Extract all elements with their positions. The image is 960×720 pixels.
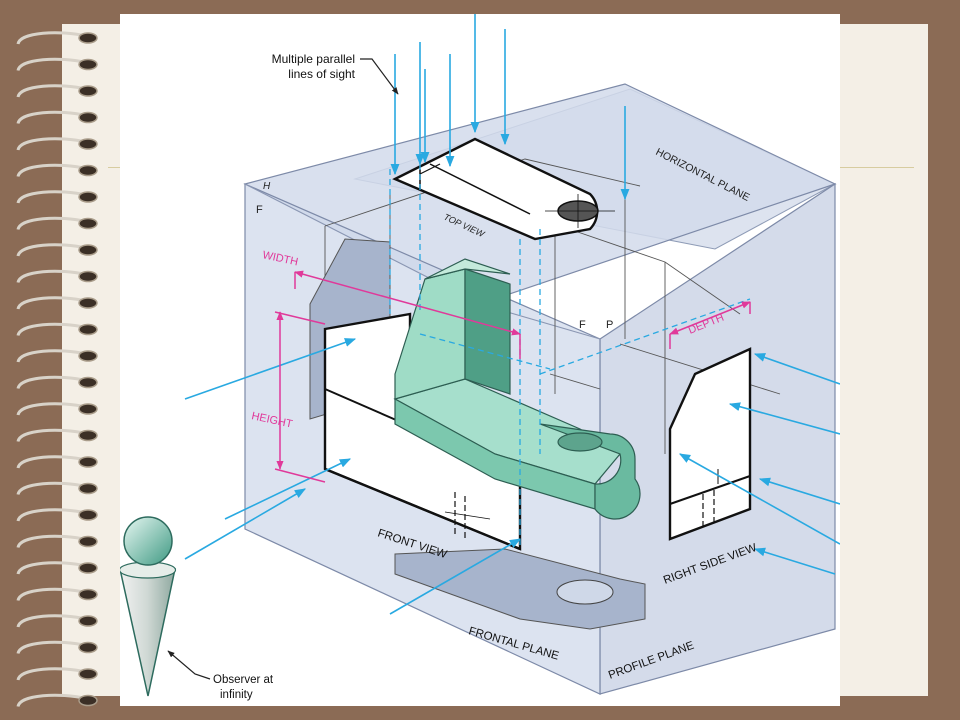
spiral-coil xyxy=(16,561,87,575)
spiral-hole xyxy=(78,164,98,177)
dimension-lines xyxy=(274,270,751,483)
spiral-hole xyxy=(78,217,98,230)
spiral-hole xyxy=(78,694,98,707)
observer-label-line1: Observer at xyxy=(213,674,274,686)
spiral-hole xyxy=(78,32,98,44)
spiral-hole xyxy=(78,641,98,654)
observer-head xyxy=(123,516,173,566)
spiral-hole xyxy=(78,668,98,680)
spiral-hole xyxy=(78,85,98,97)
spiral-coil xyxy=(16,428,87,443)
spiral-coil xyxy=(16,693,87,708)
spiral-coil xyxy=(16,587,87,602)
spiral-coil xyxy=(16,31,87,45)
spiral-hole xyxy=(78,615,98,627)
spiral-hole xyxy=(78,535,98,548)
object-hole xyxy=(557,432,603,452)
spiral-coil xyxy=(16,322,87,337)
spiral-coil xyxy=(16,110,87,125)
spiral-hole xyxy=(78,509,98,521)
spiral-hole xyxy=(78,58,98,71)
spiral-coil xyxy=(16,508,87,522)
sight-callout-leader xyxy=(360,58,399,95)
object-upright-side xyxy=(464,268,511,395)
hinge-h-label: H xyxy=(263,181,271,192)
observer-cone xyxy=(120,568,176,697)
spiral-coil xyxy=(16,84,87,98)
hinge-f-right-label: F xyxy=(579,319,586,331)
spiral-hole xyxy=(78,323,98,336)
spiral-coil xyxy=(16,640,87,655)
spiral-coil xyxy=(16,349,87,363)
spiral-coil xyxy=(16,137,87,151)
object-model xyxy=(393,258,641,520)
spiral-binding xyxy=(16,31,98,708)
horizontal-plane-shadow xyxy=(394,548,646,630)
spiral-hole xyxy=(78,138,98,150)
spiral-coil xyxy=(16,296,87,310)
spiral-hole xyxy=(78,376,98,389)
spiral-coil xyxy=(16,269,87,284)
spiral-hole xyxy=(78,244,98,256)
spiral-coil xyxy=(16,190,87,204)
spiral-coil xyxy=(16,57,87,72)
object-boss xyxy=(539,423,641,520)
spiral-hole xyxy=(78,350,98,362)
sight-callout-line1: Multiple parallel xyxy=(272,52,355,66)
spiral-hole xyxy=(78,456,98,468)
hole-shadow xyxy=(556,579,614,605)
lines-of-sight xyxy=(184,14,840,615)
spiral-hole xyxy=(78,403,98,415)
spiral-coil xyxy=(16,455,87,469)
spiral-hole xyxy=(78,429,98,442)
spiral-coil xyxy=(16,216,87,231)
spiral-hole xyxy=(78,562,98,574)
spiral-hole xyxy=(78,297,98,309)
projection-diagram: Multiple parallel lines of sight HORIZON… xyxy=(120,14,840,701)
spiral-hole xyxy=(78,111,98,124)
spiral-coil xyxy=(16,163,87,178)
observer-callout-leader xyxy=(167,650,211,680)
spiral-coil xyxy=(16,243,87,257)
hinge-f-left-label: F xyxy=(256,204,263,216)
projection-figure: Multiple parallel lines of sight HORIZON… xyxy=(120,14,840,706)
spiral-coil xyxy=(16,375,87,390)
sight-callout-line2: lines of sight xyxy=(288,67,355,81)
spiral-coil xyxy=(16,667,87,681)
spiral-coil xyxy=(16,534,87,549)
spiral-coil xyxy=(16,481,87,496)
spiral-hole xyxy=(78,588,98,601)
right-side-view-drawing xyxy=(668,347,752,541)
spiral-hole xyxy=(78,191,98,203)
spiral-hole xyxy=(78,482,98,495)
observer-figure xyxy=(120,516,177,697)
hinge-p-label: P xyxy=(606,319,613,331)
observer-label-line2: infinity xyxy=(220,689,253,701)
spiral-coil xyxy=(16,614,87,628)
spiral-coil xyxy=(16,402,87,416)
spiral-hole xyxy=(78,270,98,283)
